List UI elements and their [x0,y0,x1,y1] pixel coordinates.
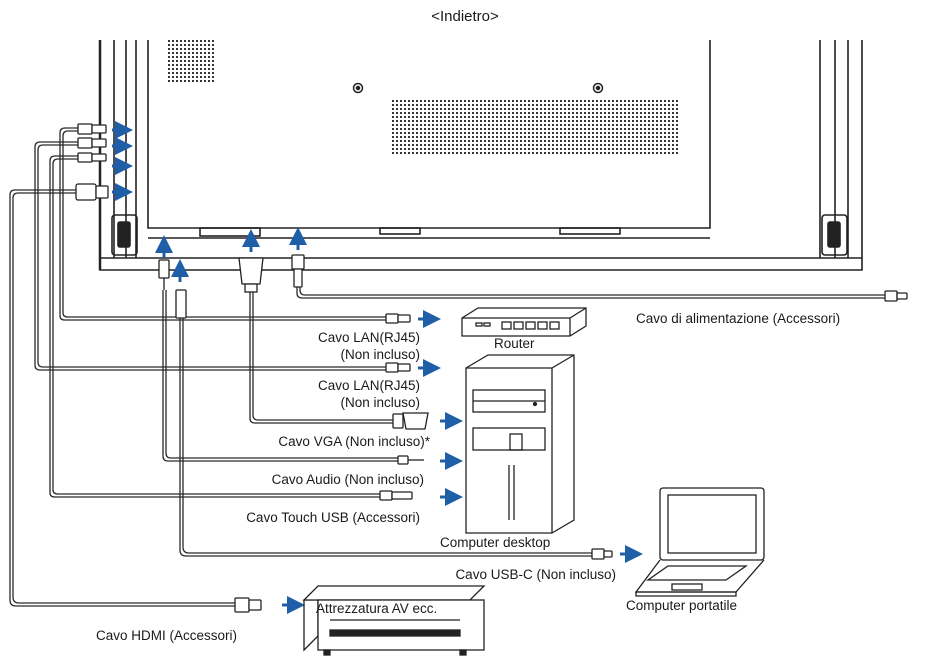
arrows [112,121,643,614]
usbc-cable [179,318,592,557]
lan-cable-2-label-line1: Cavo LAN(RJ45) [317,378,420,393]
desktop-computer-device [465,354,575,534]
cables [9,127,885,607]
lan-cable-2-label-line2: (Non incluso) [340,395,420,410]
power-cable [296,285,885,299]
mounting-screws [352,82,604,94]
lan-cable-1-label-line2: (Non incluso) [340,347,420,362]
vent-grille-right [390,100,680,154]
audio-cable [162,290,398,462]
av-equipment-device [302,585,486,656]
lan-cable-1 [59,127,386,321]
laptop-label: Computer portatile [626,598,738,613]
hdmi-cable [9,189,235,607]
audio-cable-label: Cavo Audio (Non incluso) [271,472,424,487]
back-link[interactable]: <Indietro> [431,8,499,25]
router-label: Router [494,336,535,351]
hdmi-cable-label: Cavo HDMI (Accessori) [96,628,238,643]
vga-cable [249,290,395,424]
desktop-computer-label: Computer desktop [440,535,551,550]
connectors [75,123,908,613]
touch-usb-cable-label: Cavo Touch USB (Accessori) [246,510,420,525]
usbc-cable-label: Cavo USB-C (Non incluso) [455,567,616,582]
lan-cable-2 [34,141,386,371]
power-cable-label: Cavo di alimentazione (Accessori) [636,311,841,326]
vent-grille-left [166,40,216,82]
lan-cable-1-label-line1: Cavo LAN(RJ45) [317,330,420,345]
vga-cable-label: Cavo VGA (Non incluso)* [278,434,430,449]
laptop-device [634,487,765,597]
touch-usb-cable [49,155,380,498]
av-equipment-label: Attrezzatura AV ecc. [316,601,438,616]
router-device [461,307,587,337]
